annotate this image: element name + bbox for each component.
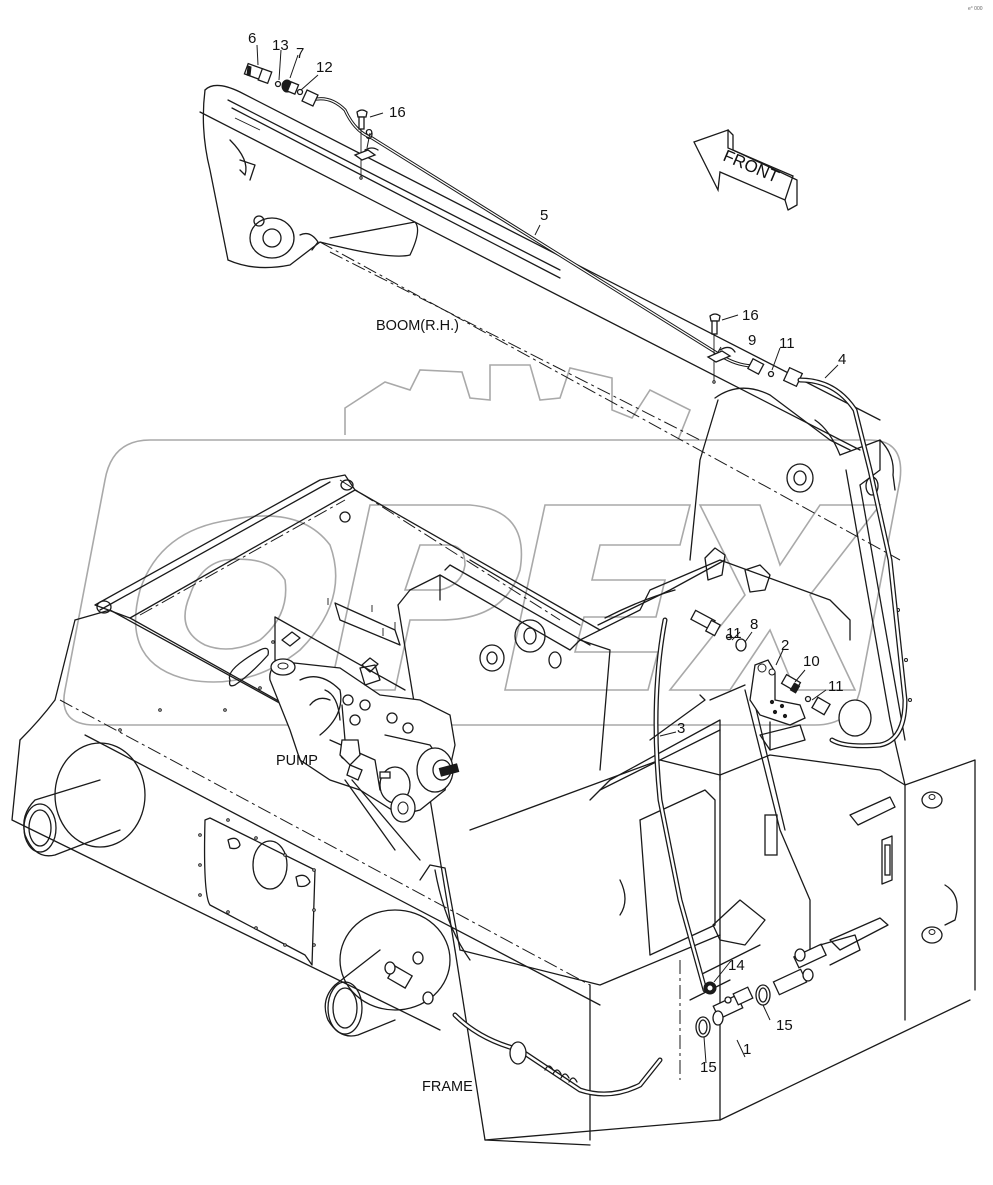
front-direction-arrow: FRONT [693, 129, 798, 211]
tee-connector-1 [712, 986, 754, 1026]
pipe-assembly-boom [243, 62, 908, 749]
leader-lines [256, 44, 839, 1064]
bracket-2 [749, 659, 806, 726]
watermark-letter-o [134, 515, 337, 683]
o-ring-13 [274, 80, 282, 88]
axle-housing-right [324, 909, 451, 1037]
callout-3: 3 [677, 720, 685, 737]
hose-ends-right [772, 934, 861, 996]
o-ring-11-upper [767, 370, 775, 378]
corner-mark: e° 000 [968, 6, 983, 12]
callout-15-right: 15 [776, 1017, 793, 1034]
callout-12: 12 [316, 59, 333, 76]
label-frame: FRAME [422, 1079, 473, 1095]
watermark-letter-p [329, 504, 523, 691]
hose-clamp-15-right [755, 984, 771, 1006]
callout-16-lower: 16 [742, 307, 759, 324]
connector-group-2 [690, 609, 872, 751]
callout-7: 7 [296, 45, 304, 62]
bolt-16-lower [709, 313, 721, 384]
watermark-letter-x [668, 504, 882, 691]
boom-rh [199, 84, 912, 786]
hose-clamp-15-left [695, 1016, 711, 1038]
callout-4: 4 [838, 351, 846, 368]
callout-8: 8 [750, 616, 758, 633]
callout-10: 10 [803, 653, 820, 670]
o-ring-12 [296, 88, 304, 96]
frame [11, 474, 976, 1146]
label-boom-rh: BOOM(R.H.) [376, 318, 459, 334]
callout-14: 14 [728, 957, 745, 974]
axle-housing-left [23, 742, 146, 857]
watermark-letter-e [504, 504, 692, 691]
clamp-9-upper [353, 147, 379, 161]
callout-15-left: 15 [700, 1059, 717, 1076]
callout-11-lower: 11 [828, 678, 844, 695]
callout-9-lower: 9 [748, 332, 756, 349]
callout-6: 6 [248, 30, 256, 47]
callouts: 6 13 7 12 16 9 5 16 9 11 4 11 8 2 10 11 … [248, 30, 846, 1076]
callout-11-mid: 11 [726, 625, 742, 642]
watermark-gear-outline [344, 364, 692, 441]
hose-frame-lower [452, 1012, 663, 1097]
fitting-6 [243, 62, 273, 85]
access-panel [198, 817, 316, 966]
o-ring-11-lower [804, 695, 812, 703]
pump [269, 658, 460, 861]
watermark-badge-outline [63, 439, 902, 726]
o-ring-11-mid [725, 633, 733, 641]
callout-11-upper: 11 [779, 335, 795, 352]
callout-16-upper: 16 [389, 104, 406, 121]
hose-4 [782, 366, 908, 749]
clamp-14 [703, 981, 717, 995]
label-pump: PUMP [276, 753, 318, 769]
callout-1: 1 [743, 1041, 751, 1058]
callout-13: 13 [272, 37, 289, 54]
hose-3 [649, 617, 708, 993]
clamp-9-lower [706, 346, 736, 363]
adapter-7 [281, 79, 300, 95]
callout-5: 5 [540, 207, 548, 224]
nut-8 [735, 638, 747, 652]
opex-watermark [63, 364, 902, 726]
callout-9-upper: 9 [365, 126, 373, 143]
callout-2: 2 [781, 637, 789, 654]
